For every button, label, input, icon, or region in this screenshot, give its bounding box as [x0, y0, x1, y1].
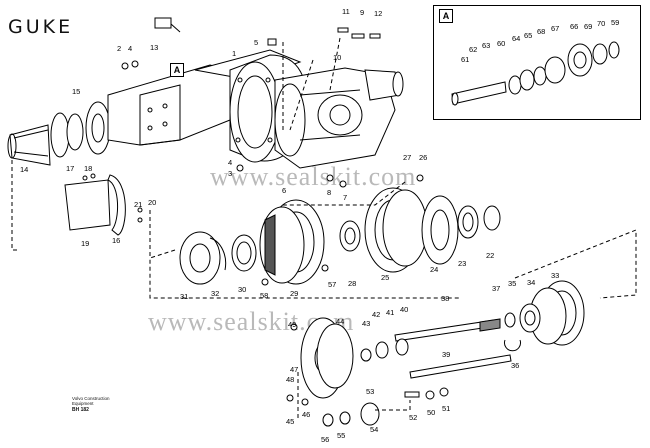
- part-label-8: 8: [327, 188, 331, 197]
- part-label-1: 1: [232, 49, 236, 58]
- part-label-49: 49: [288, 320, 296, 329]
- part-label-33: 33: [551, 271, 559, 280]
- part-label-2: 2: [117, 44, 121, 53]
- part-label-68: 68: [537, 27, 545, 36]
- part-label-66: 66: [570, 22, 578, 31]
- part-label-38: 38: [441, 294, 449, 303]
- part-label-41: 41: [386, 308, 394, 317]
- part-label-58: 58: [260, 291, 268, 300]
- part-label-55: 55: [337, 431, 345, 440]
- part-label-35: 35: [508, 279, 516, 288]
- part-label-6: 6: [282, 186, 286, 195]
- part-label-47: 47: [290, 365, 298, 374]
- part-label-34: 34: [527, 278, 535, 287]
- part-label-17: 17: [66, 164, 74, 173]
- part-label-37: 37: [492, 284, 500, 293]
- detail-inset-frame: [433, 5, 641, 120]
- part-label-56: 56: [321, 435, 329, 444]
- part-label-63: 63: [482, 41, 490, 50]
- part-label-28: 28: [348, 279, 356, 288]
- part-label-14: 14: [20, 165, 28, 174]
- callout-tag: A: [170, 63, 184, 77]
- part-label-50: 50: [427, 408, 435, 417]
- part-label-60: 60: [497, 39, 505, 48]
- assembly-leaders: [11, 37, 637, 420]
- footer-company: Volvo Construction: [72, 396, 110, 401]
- part-label-7: 7: [343, 193, 347, 202]
- part-label-16: 16: [112, 236, 120, 245]
- part-label-53: 53: [366, 387, 374, 396]
- part-label-45: 45: [286, 417, 294, 426]
- part-label-54: 54: [370, 425, 378, 434]
- part-label-65: 65: [524, 31, 532, 40]
- part-label-67: 67: [551, 24, 559, 33]
- part-number-labels: 1 2 3 4 4 5 6 7 8 9 10 11 12 13 14 15 16…: [20, 7, 619, 444]
- part-label-59: 59: [611, 18, 619, 27]
- part-label-29: 29: [290, 289, 298, 298]
- part-label-23: 23: [458, 259, 466, 268]
- part-label-62: 62: [469, 45, 477, 54]
- axle-housing: [7, 49, 307, 166]
- part-label-69: 69: [584, 22, 592, 31]
- part-label-64: 64: [512, 34, 520, 43]
- part-label-30: 30: [238, 285, 246, 294]
- part-label-51: 51: [442, 404, 450, 413]
- part-label-43: 43: [362, 319, 370, 328]
- part-label-36: 36: [511, 361, 519, 370]
- part-label-48: 48: [286, 375, 294, 384]
- footer-company-line2: Equipment: [72, 401, 94, 406]
- watermark-upper: www.sealskit.com: [210, 162, 416, 191]
- part-label-13: 13: [150, 43, 158, 52]
- ring-gear-group: [504, 280, 585, 352]
- part-label-61: 61: [461, 55, 469, 64]
- part-label-15: 15: [72, 87, 80, 96]
- part-label-42: 42: [372, 310, 380, 319]
- footer-block: Volvo Construction Equipment BH 182: [72, 396, 110, 413]
- differential-carrier: [274, 67, 404, 169]
- brand-logo: GUKE: [8, 16, 74, 38]
- part-label-52: 52: [409, 413, 417, 422]
- part-label-46: 46: [302, 410, 310, 419]
- lower-hub: [286, 317, 449, 427]
- part-label-5: 5: [254, 38, 258, 47]
- part-label-18: 18: [84, 164, 92, 173]
- part-label-25: 25: [381, 273, 389, 282]
- inset-detail-parts: [451, 41, 620, 106]
- part-label-32: 32: [211, 289, 219, 298]
- part-label-19: 19: [81, 239, 89, 248]
- part-label-9: 9: [360, 8, 364, 17]
- part-label-4: 4: [128, 44, 132, 53]
- part-label-20: 20: [148, 198, 156, 207]
- part-label-22: 22: [486, 251, 494, 260]
- part-label-26: 26: [419, 153, 427, 162]
- part-label-57: 57: [328, 280, 336, 289]
- inset-tag: A: [439, 9, 453, 23]
- part-label-40: 40: [400, 305, 408, 314]
- brake-bracket: [64, 173, 143, 236]
- part-label-12: 12: [374, 9, 382, 18]
- part-label-24: 24: [430, 265, 438, 274]
- part-label-11: 11: [342, 7, 350, 16]
- part-label-70: 70: [597, 19, 605, 28]
- part-label-10: 10: [333, 53, 341, 62]
- part-label-39: 39: [442, 350, 450, 359]
- drive-shafts: [394, 318, 512, 379]
- part-label-21: 21: [134, 200, 142, 209]
- part-label-31: 31: [180, 292, 188, 301]
- part-label-27: 27: [403, 153, 411, 162]
- part-label-4b: 4: [228, 158, 232, 167]
- wheel-hub-group: [179, 187, 501, 286]
- part-label-3: 3: [228, 169, 232, 178]
- part-label-44: 44: [336, 317, 344, 326]
- footer-code: BH 182: [72, 407, 89, 413]
